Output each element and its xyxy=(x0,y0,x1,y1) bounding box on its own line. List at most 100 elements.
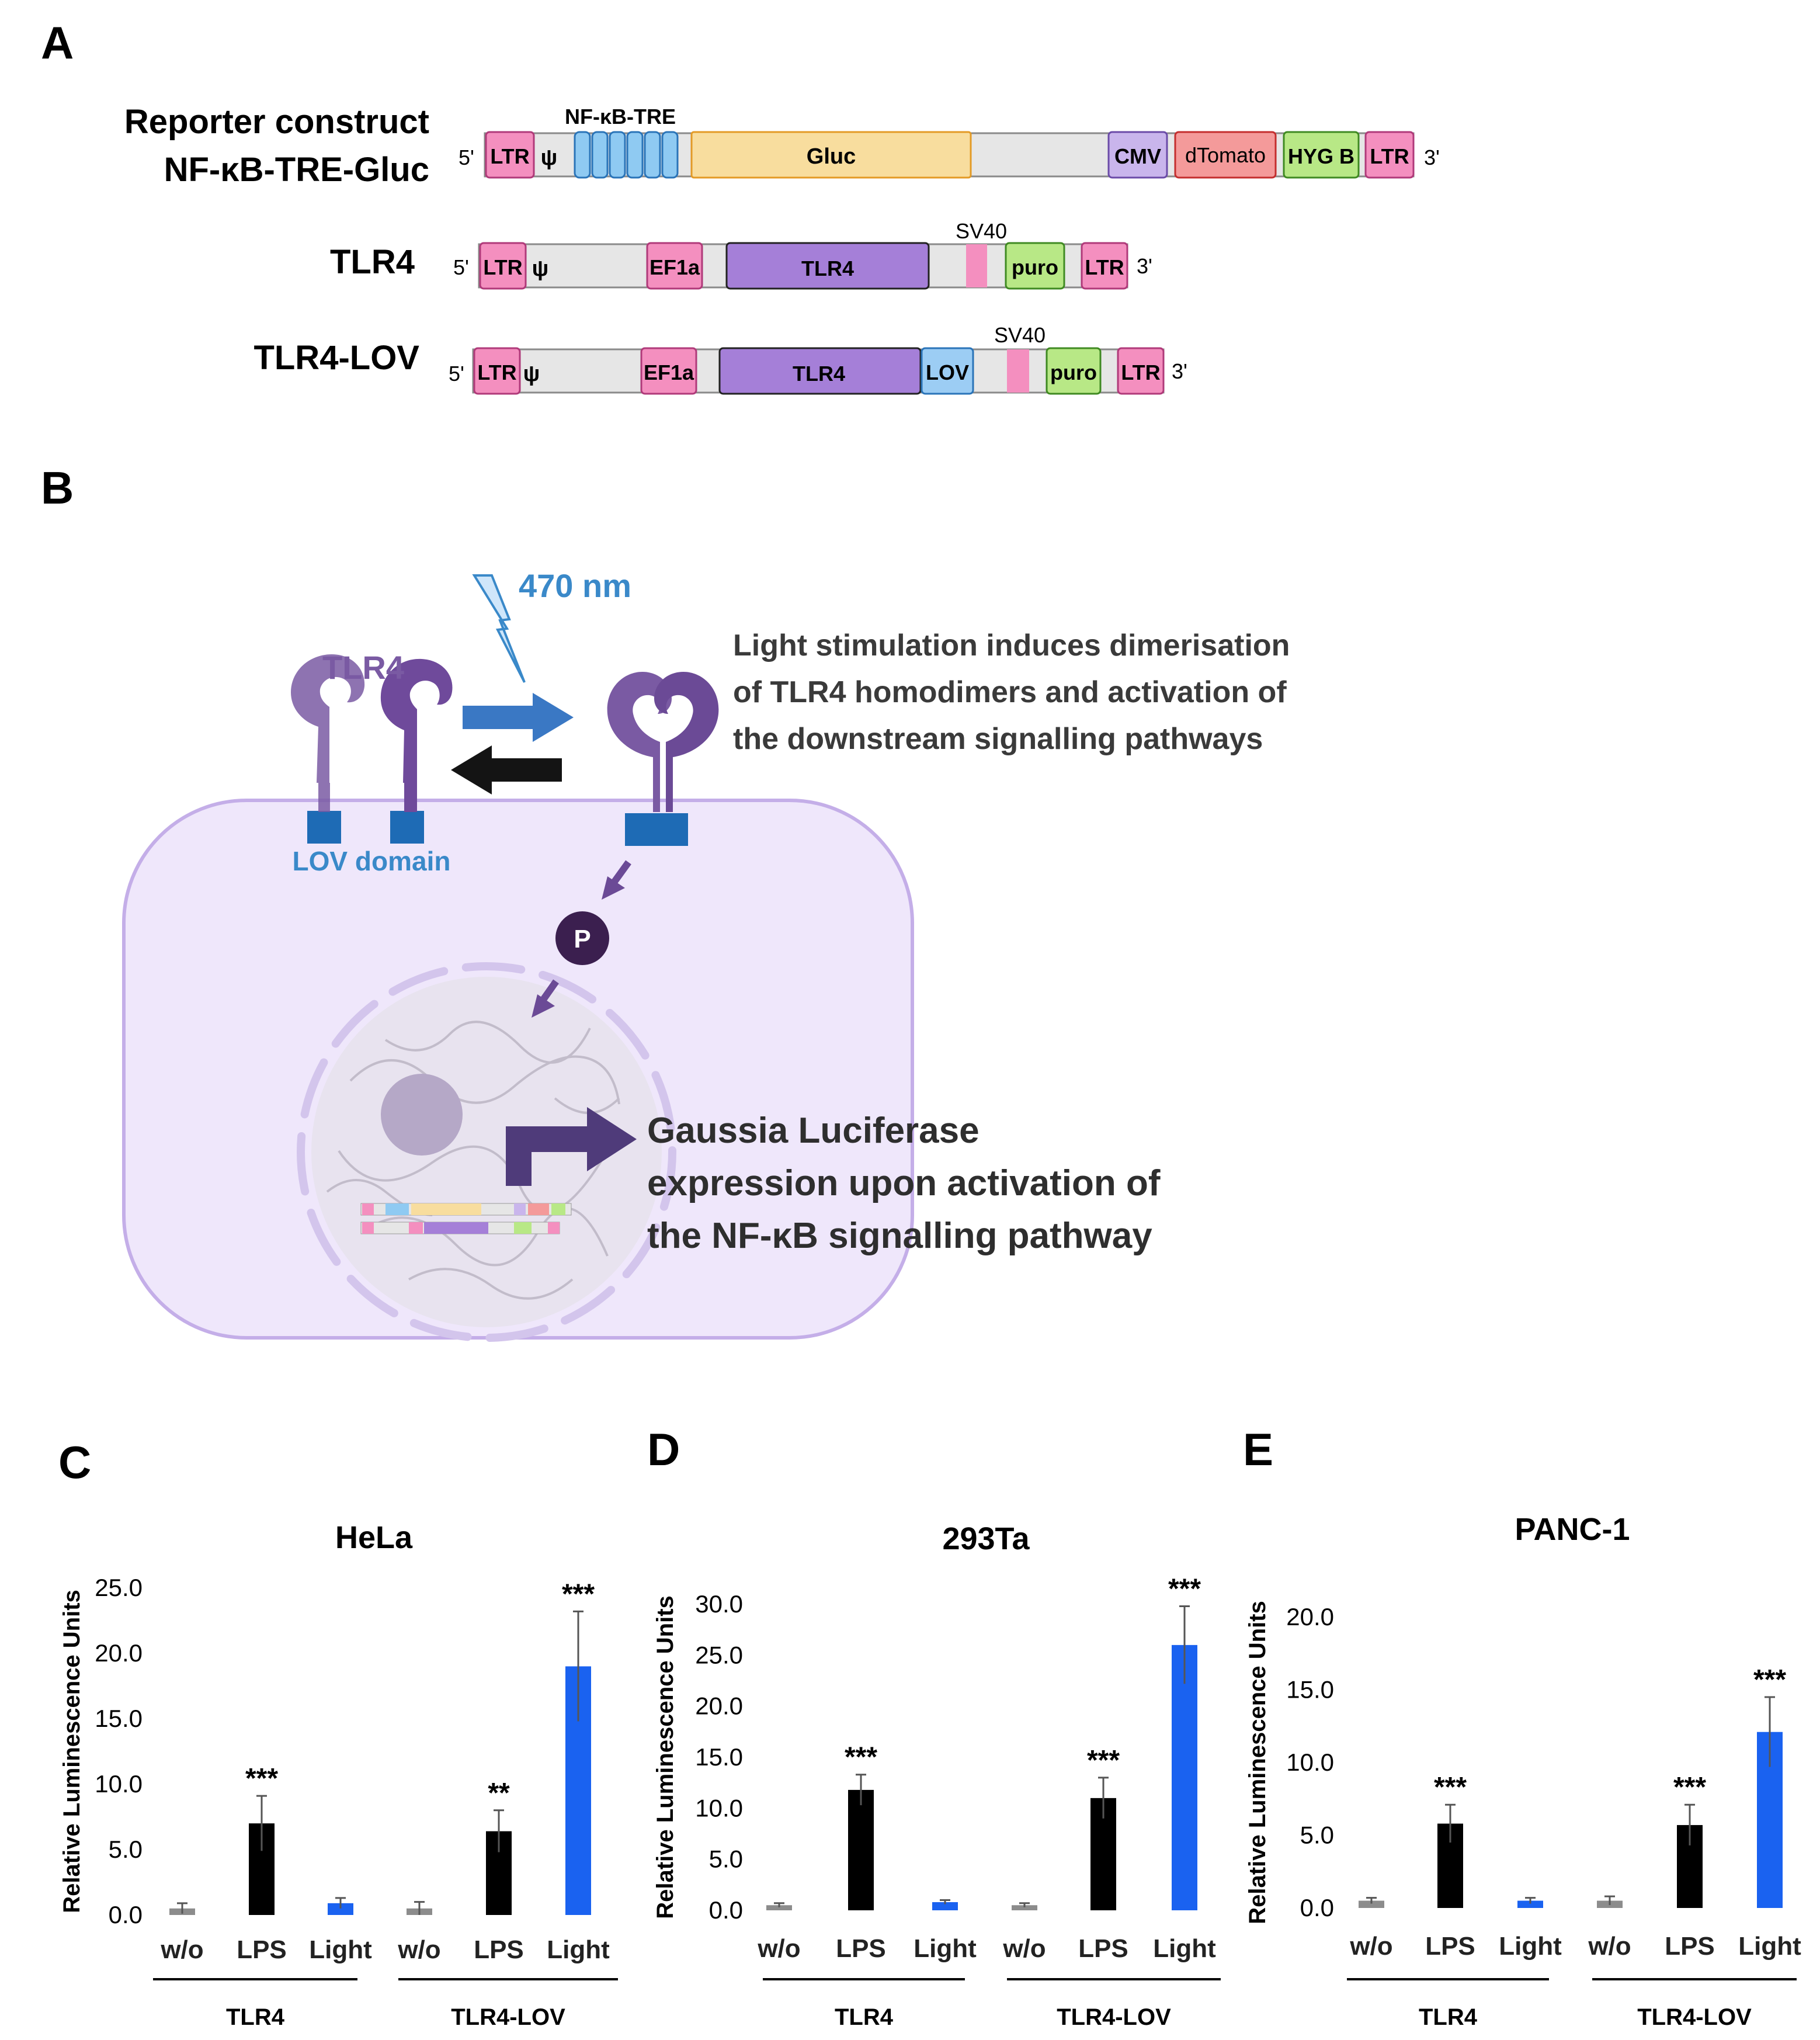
y-tick-label: 10.0 xyxy=(95,1770,143,1798)
three-prime-label: 3' xyxy=(1424,145,1440,169)
category-label: LPS xyxy=(836,1934,886,1963)
light-bolt-icon xyxy=(472,574,526,683)
bar xyxy=(1517,1900,1543,1908)
five-prime-label: 5' xyxy=(453,255,469,279)
hygb-gene xyxy=(1283,131,1360,179)
y-tick-label: 15.0 xyxy=(695,1743,743,1771)
gluc-label: Gluc xyxy=(807,144,856,169)
reversal-arrow xyxy=(451,745,562,795)
cmv-label: CMV xyxy=(1114,144,1161,168)
tlr4-gene xyxy=(725,242,930,290)
puro-gene xyxy=(1005,242,1065,290)
ltr-element xyxy=(1364,131,1415,179)
panel-label-b: B xyxy=(41,462,74,514)
ltr-element xyxy=(1117,347,1165,395)
lov-domain-label: LOV domain xyxy=(293,846,451,876)
gluc-gene xyxy=(690,131,972,179)
y-tick-label: 25.0 xyxy=(695,1641,743,1668)
significance-marker: *** xyxy=(245,1763,278,1794)
group-label: TLR4 xyxy=(835,2004,894,2030)
tre-repeat xyxy=(591,131,609,179)
category-label: w/o xyxy=(397,1935,440,1964)
significance-marker: *** xyxy=(1168,1573,1201,1604)
sv40-label: SV40 xyxy=(994,323,1046,347)
sv40-element xyxy=(966,244,987,287)
category-label: w/o xyxy=(1349,1932,1392,1961)
tre-repeat xyxy=(644,131,661,179)
chart-title: 293Ta xyxy=(942,1521,1030,1556)
phosphate-label: P xyxy=(574,925,591,953)
construct-tlr4: TLR4 5' LTR ψ EF1a TLR4 SV40 puro LTR 3' xyxy=(330,219,1152,290)
significance-marker: *** xyxy=(1753,1664,1786,1695)
sv40-label: SV40 xyxy=(956,219,1007,243)
dtomato-gene xyxy=(1174,131,1277,179)
psi-label: ψ xyxy=(523,362,540,386)
chart-title: HeLa xyxy=(335,1520,413,1555)
integrated-reporter-construct xyxy=(360,1203,572,1234)
category-label: LPS xyxy=(474,1935,524,1964)
bar xyxy=(848,1789,874,1910)
nucleus xyxy=(311,977,662,1327)
category-label: Light xyxy=(914,1934,977,1963)
category-label: Light xyxy=(309,1935,372,1964)
category-label: Light xyxy=(547,1935,610,1964)
construct-tlr4lov-title: TLR4-LOV xyxy=(253,339,419,377)
gluc-text-line-1: Gaussia Luciferase xyxy=(647,1111,980,1151)
chromatin xyxy=(326,1021,620,1300)
chart-title: PANC-1 xyxy=(1515,1512,1630,1547)
panel-label-d: D xyxy=(647,1424,680,1475)
transcription-arrow xyxy=(506,1126,590,1186)
psi-label: ψ xyxy=(541,145,558,170)
construct-tlr4-lov: TLR4-LOV 5' LTR ψ EF1a TLR4 LOV SV40 pur… xyxy=(253,323,1187,395)
tre-repeat xyxy=(574,131,591,179)
category-label: w/o xyxy=(160,1935,203,1964)
ef1a-promoter xyxy=(646,242,703,290)
tre-repeat xyxy=(661,131,679,179)
ltr-element xyxy=(1081,242,1128,290)
nucleolus xyxy=(381,1074,463,1156)
ltr-label: LTR xyxy=(1370,144,1409,168)
y-tick-label: 15.0 xyxy=(95,1705,143,1732)
phosphate-badge xyxy=(555,911,609,965)
five-prime-label: 5' xyxy=(449,362,464,386)
wavelength-label: 470 nm xyxy=(519,567,631,604)
transcription-arrow-head xyxy=(587,1107,637,1171)
y-tick-label: 5.0 xyxy=(709,1845,743,1873)
bar xyxy=(1172,1645,1197,1910)
construct-reporter-title-1: Reporter construct xyxy=(124,103,429,141)
significance-marker: *** xyxy=(1673,1772,1706,1803)
sv40-element xyxy=(1007,349,1029,393)
category-label: LPS xyxy=(1665,1932,1715,1961)
group-label: TLR4-LOV xyxy=(451,2004,565,2030)
tlr4-monomer-right xyxy=(380,658,453,844)
construct-reporter-title-2: NF-κB-TRE-Gluc xyxy=(164,151,429,189)
y-tick-label: 20.0 xyxy=(695,1692,743,1720)
y-tick-label: 0.0 xyxy=(1300,1894,1334,1921)
panel-label-a: A xyxy=(41,17,74,68)
category-label: LPS xyxy=(1425,1932,1475,1961)
significance-marker: *** xyxy=(845,1742,877,1773)
y-tick-label: 15.0 xyxy=(1286,1676,1334,1704)
tlr4-dimer xyxy=(607,672,719,846)
y-tick-label: 30.0 xyxy=(695,1590,743,1618)
category-label: w/o xyxy=(1002,1934,1046,1963)
light-text-line-1: Light stimulation induces dimerisation xyxy=(733,629,1290,662)
category-label: w/o xyxy=(1588,1932,1631,1961)
ef1a-label: EF1a xyxy=(644,360,694,384)
puro-gene xyxy=(1046,347,1102,395)
activation-arrow xyxy=(463,693,574,742)
y-axis-label: Relative Luminescence Units xyxy=(652,1595,678,1919)
y-tick-label: 5.0 xyxy=(1300,1822,1334,1849)
receptor-label: TLR4 xyxy=(322,649,404,686)
tre-repeat xyxy=(626,131,644,179)
hygb-label: HYG B xyxy=(1288,144,1354,168)
group-label: TLR4-LOV xyxy=(1637,2004,1752,2030)
lov-domain-gene xyxy=(921,347,974,395)
ef1a-label: EF1a xyxy=(649,255,700,279)
puro-label: puro xyxy=(1012,255,1058,279)
cmv-promoter xyxy=(1107,131,1168,179)
bar xyxy=(932,1902,958,1910)
ltr-element xyxy=(479,242,527,290)
